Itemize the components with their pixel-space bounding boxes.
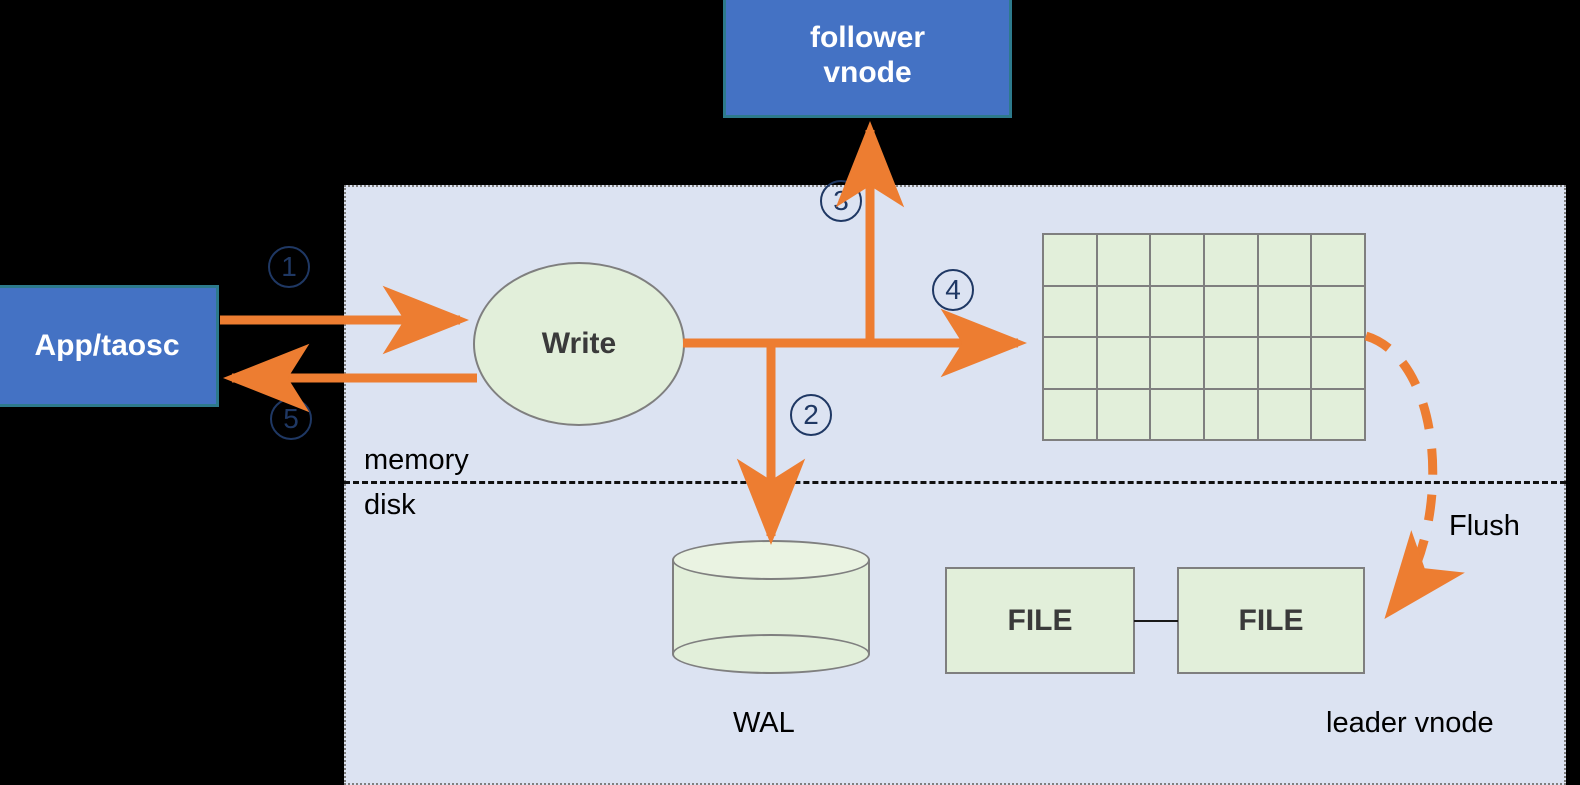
wal-cylinder-bottom [672, 634, 870, 674]
wal-label: WAL [733, 707, 795, 739]
memtable-cell [1258, 389, 1311, 439]
memtable-cell [1312, 338, 1364, 388]
step-number-1: 1 [268, 246, 310, 288]
memtable-cell [1312, 286, 1364, 336]
memtable-cell [1044, 286, 1096, 336]
step-number-2: 2 [790, 394, 832, 436]
memtable-cell [1097, 389, 1150, 439]
write-label: Write [541, 327, 617, 360]
memtable-cell [1258, 235, 1311, 285]
memtable-cell [1205, 389, 1257, 439]
step-number-5: 5 [270, 398, 312, 440]
memtable-cell [1151, 389, 1203, 439]
step-number-3: 3 [820, 180, 862, 222]
memory-disk-divider [344, 481, 1566, 484]
memtable-cell [1205, 286, 1257, 336]
flush-label: Flush [1449, 510, 1520, 542]
file-box-1[interactable]: FILE [945, 567, 1135, 674]
memtable-cell [1044, 235, 1096, 285]
memtable-cell [1258, 338, 1311, 388]
leader-vnode-label: leader vnode [1326, 707, 1494, 739]
memtable-cell [1205, 235, 1257, 285]
memtable-cell [1097, 235, 1150, 285]
step-number-4: 4 [932, 269, 974, 311]
app-taosc-label: App/taosc [34, 328, 180, 362]
file-box-2[interactable]: FILE [1177, 567, 1365, 674]
wal-cylinder[interactable] [672, 540, 870, 674]
file-box-1-label: FILE [1007, 603, 1073, 637]
file-connector-line [1134, 620, 1178, 622]
app-taosc-box[interactable]: App/taosc [0, 285, 219, 407]
memtable-cell [1097, 338, 1150, 388]
file-box-2-label: FILE [1238, 603, 1304, 637]
memory-label: memory [364, 444, 469, 476]
memtable-cell [1151, 338, 1203, 388]
write-node[interactable]: Write [473, 262, 685, 426]
memtable-cell [1258, 286, 1311, 336]
memtable-cell [1097, 286, 1150, 336]
memtable-cell [1312, 235, 1364, 285]
memtable-grid [1042, 233, 1366, 441]
memtable-cell [1205, 338, 1257, 388]
memtable-cell [1151, 235, 1203, 285]
memtable-cell [1151, 286, 1203, 336]
wal-cylinder-top [672, 540, 870, 580]
disk-label: disk [364, 489, 416, 521]
memtable-cell [1044, 338, 1096, 388]
memtable-cell [1044, 389, 1096, 439]
memtable-cell [1312, 389, 1364, 439]
